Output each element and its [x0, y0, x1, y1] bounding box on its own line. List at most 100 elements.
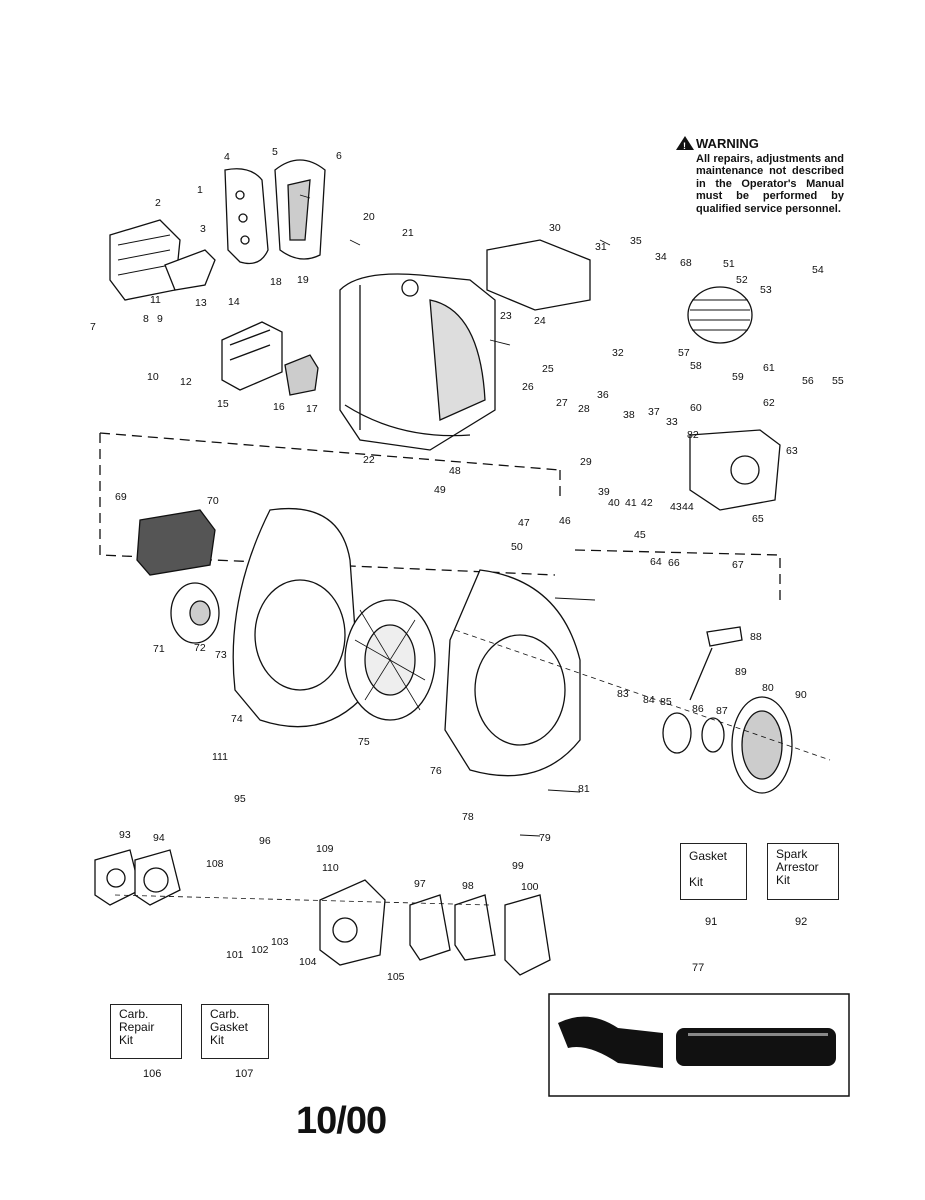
- part-callout-21: 21: [402, 227, 414, 239]
- part-callout-64: 64: [650, 556, 662, 568]
- gasket-part-93: [94, 849, 141, 906]
- part-callout-25: 25: [542, 363, 554, 375]
- part-callout-71: 71: [153, 643, 165, 655]
- spring-part-87: [701, 717, 725, 753]
- part-callout-111: 111: [212, 751, 228, 763]
- part-callout-81: 81: [578, 783, 590, 795]
- part-callout-102: 102: [251, 944, 269, 956]
- part-callout-90: 90: [795, 689, 807, 701]
- warning-notice: WARNING All repairs, adjustments and mai…: [668, 136, 844, 215]
- fan-housing-part-74: [232, 508, 361, 728]
- part-callout-54: 54: [812, 264, 824, 276]
- part-callout-3: 3: [200, 223, 206, 235]
- cylinder-part-52: [687, 286, 753, 344]
- part-callout-46: 46: [559, 515, 571, 527]
- upper-section-divider: [99, 432, 561, 471]
- tube-part-number: 77: [692, 962, 705, 974]
- svg-text:!: !: [683, 141, 686, 151]
- bracket-part-30: [486, 239, 591, 311]
- blower-tube-box: [548, 993, 850, 1097]
- part-callout-1: 1: [197, 184, 203, 196]
- part-callout-7: 7: [90, 321, 96, 333]
- part-callout-33: 33: [666, 416, 678, 428]
- part-callout-109: 109: [316, 843, 334, 855]
- part-callout-4: 4: [224, 151, 230, 163]
- part-callout-36: 36: [597, 389, 609, 401]
- part-callout-14: 14: [228, 296, 240, 308]
- part-callout-9: 9: [157, 313, 163, 325]
- part-callout-88: 88: [750, 631, 762, 643]
- part-callout-53: 53: [760, 284, 772, 296]
- part-callout-26: 26: [522, 381, 534, 393]
- gasket-part-98: [454, 894, 496, 961]
- part-callout-87: 87: [716, 705, 728, 717]
- part-callout-86: 86: [692, 703, 704, 715]
- part-callout-48: 48: [449, 465, 461, 477]
- part-callout-76: 76: [430, 765, 442, 777]
- part-callout-100: 100: [521, 881, 539, 893]
- part-callout-5: 5: [272, 146, 278, 158]
- filter-cover-part-3: [164, 249, 216, 291]
- warning-text: All repairs, adjustments and maintenance…: [696, 152, 844, 215]
- part-callout-68: 68: [680, 257, 692, 269]
- part-callout-79: 79: [539, 832, 551, 844]
- carb-repair-kit-number: 106: [143, 1068, 162, 1080]
- part-callout-37: 37: [648, 406, 660, 418]
- starter-handle-part-88: [706, 626, 743, 647]
- part-callout-20: 20: [363, 211, 375, 223]
- part-callout-58: 58: [690, 360, 702, 372]
- part-callout-29: 29: [580, 456, 592, 468]
- blower-housing-part-22: [339, 273, 496, 451]
- shroud-part-70: [136, 509, 216, 576]
- gasket-kit-number: 91: [705, 916, 718, 928]
- part-callout-50: 50: [511, 541, 523, 553]
- part-callout-35: 35: [630, 235, 642, 247]
- straight-tube-part-77: [676, 1028, 836, 1066]
- part-callout-69: 69: [115, 491, 127, 503]
- part-callout-8: 8: [143, 313, 149, 325]
- spark-arrestor-kit-number: 92: [795, 916, 808, 928]
- part-callout-44: 44: [682, 501, 694, 513]
- carb-gasket-kit-number: 107: [235, 1068, 254, 1080]
- part-callout-85: 85: [660, 696, 672, 708]
- cover-part-100: [504, 894, 551, 976]
- part-callout-67: 67: [732, 559, 744, 571]
- part-callout-83: 83: [617, 688, 629, 700]
- warning-title: WARNING: [696, 136, 759, 151]
- spark-arrestor-kit-box: Spark Arrestor Kit: [767, 843, 839, 900]
- part-callout-47: 47: [518, 517, 530, 529]
- part-callout-82: 82: [687, 429, 699, 441]
- part-callout-30: 30: [549, 222, 561, 234]
- fan-part-75: [344, 599, 436, 721]
- part-callout-23: 23: [500, 310, 512, 322]
- gasket-part-97: [409, 894, 451, 961]
- part-callout-34: 34: [655, 251, 667, 263]
- part-callout-40: 40: [608, 497, 620, 509]
- carburetor-part-105: [319, 879, 386, 966]
- part-callout-75: 75: [358, 736, 370, 748]
- part-callout-28: 28: [578, 403, 590, 415]
- part-callout-32: 32: [612, 347, 624, 359]
- crankcase-part-63: [689, 429, 781, 511]
- part-callout-97: 97: [414, 878, 426, 890]
- part-callout-24: 24: [534, 315, 546, 327]
- part-callout-101: 101: [226, 949, 244, 961]
- part-callout-103: 103: [271, 936, 289, 948]
- part-callout-13: 13: [195, 297, 207, 309]
- part-callout-70: 70: [207, 495, 219, 507]
- part-callout-96: 96: [259, 835, 271, 847]
- part-callout-43: 43: [670, 501, 682, 513]
- part-callout-31: 31: [595, 241, 607, 253]
- starter-cover-part-80: [731, 696, 793, 794]
- part-callout-18: 18: [270, 276, 282, 288]
- part-callout-108: 108: [206, 858, 224, 870]
- part-callout-80: 80: [762, 682, 774, 694]
- part-callout-65: 65: [752, 513, 764, 525]
- volute-part-76: [444, 569, 581, 777]
- part-callout-73: 73: [215, 649, 227, 661]
- part-callout-12: 12: [180, 376, 192, 388]
- curved-tube-part-77: [558, 1016, 663, 1068]
- part-callout-49: 49: [434, 484, 446, 496]
- part-callout-15: 15: [217, 398, 229, 410]
